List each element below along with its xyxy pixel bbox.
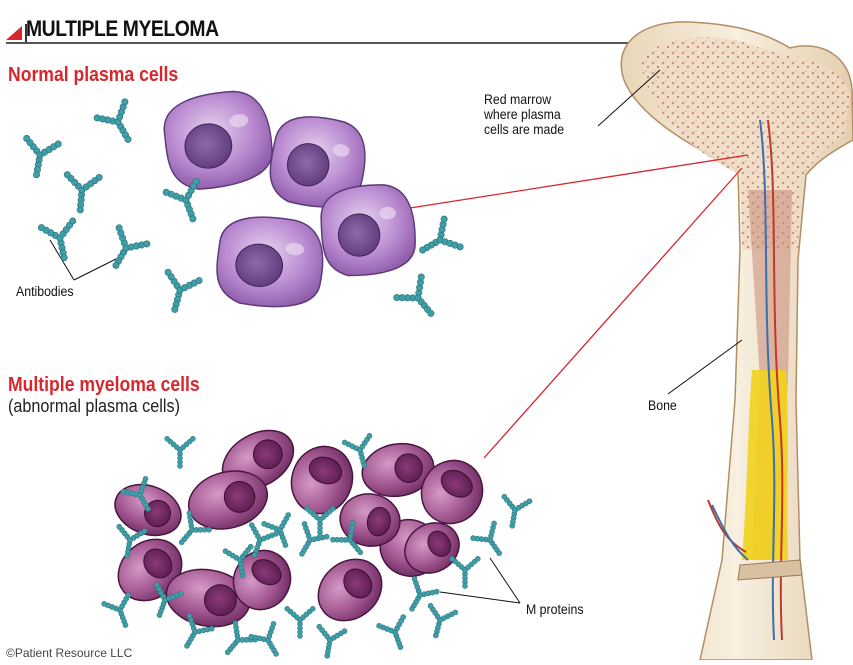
- copyright-text: ©Patient Resource LLC: [6, 646, 132, 660]
- red-marrow-label: Red marrow where plasma cells are made: [484, 92, 564, 137]
- antibody-icon: [17, 135, 62, 181]
- myeloma-cell: [306, 547, 394, 634]
- m-protein-icon: [376, 614, 416, 655]
- m-protein-icon: [312, 624, 348, 660]
- myeloma-heading: Multiple myeloma cells: [8, 374, 200, 397]
- page-title: MULTIPLE MYELOMA: [26, 16, 219, 42]
- m-proteins-label: M proteins: [526, 602, 584, 617]
- m-protein-icon: [165, 436, 196, 468]
- normal-plasma-cell: [160, 86, 277, 193]
- m-protein-icon: [420, 603, 458, 642]
- antibody-icon: [155, 268, 203, 317]
- antibody-icon: [98, 224, 151, 278]
- antibody-icon: [410, 215, 464, 268]
- antibody-icon: [392, 272, 447, 328]
- m-protein-icon: [497, 494, 533, 531]
- m-protein-icon: [287, 520, 330, 563]
- antibodies-label: Antibodies: [16, 284, 74, 299]
- normal-cells-heading: Normal plasma cells: [8, 64, 178, 87]
- m-protein-icon: [285, 606, 316, 638]
- normal-plasma-cell: [319, 182, 418, 278]
- bone-illustration: [621, 22, 853, 660]
- m-protein-icon: [261, 512, 301, 553]
- antibody-icon: [93, 98, 146, 152]
- antibody-icon: [61, 171, 103, 215]
- bone-label: Bone: [648, 398, 677, 413]
- normal-plasma-cell: [213, 212, 327, 312]
- m-protein-icon: [450, 556, 481, 588]
- myeloma-subheading: (abnormal plasma cells): [8, 396, 180, 417]
